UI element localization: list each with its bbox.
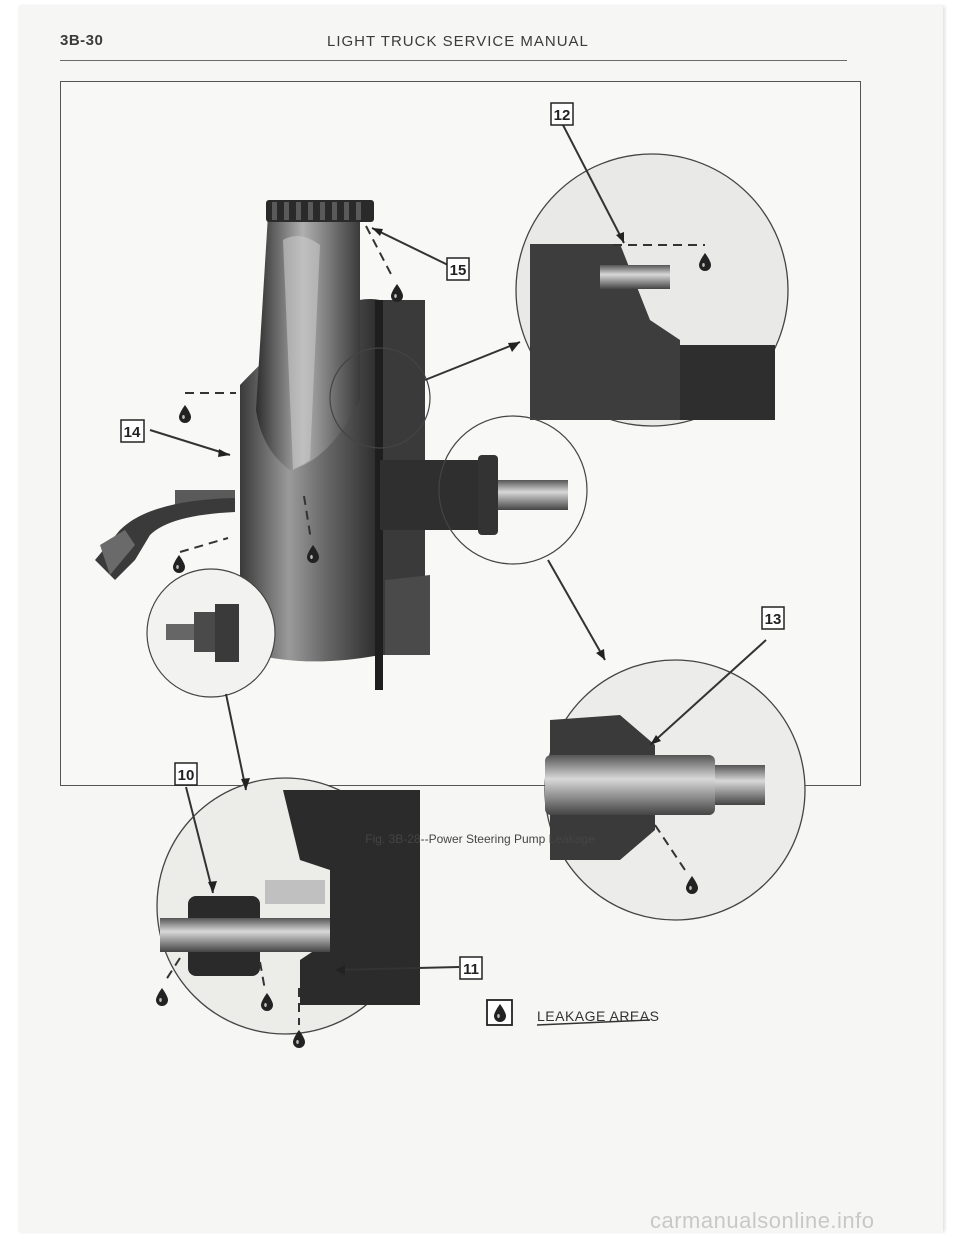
detail-circle-bottom-right — [544, 659, 806, 921]
callout-label-13: 13 — [765, 611, 782, 628]
filler-cap — [266, 200, 374, 222]
arrowheads — [208, 228, 661, 975]
leak-dash-lines — [163, 225, 705, 1025]
callout-12: 12 — [550, 102, 574, 126]
watermark-text: carmanualsonline.info — [650, 1208, 875, 1233]
callout-label-11: 11 — [463, 961, 479, 978]
page-number: 3B-30 — [60, 32, 104, 49]
callout-label-14: 14 — [124, 424, 141, 441]
manual-title: LIGHT TRUCK SERVICE MANUAL — [327, 33, 589, 50]
detail-circle-fitting-small — [146, 568, 276, 698]
legend-label: LEAKAGE AREAS — [537, 1008, 659, 1024]
callout-10: 10 — [174, 762, 198, 786]
callout-label-15: 15 — [450, 262, 467, 279]
callout-11: 11 — [459, 956, 483, 980]
callout-label-10: 10 — [178, 767, 195, 784]
callout-14: 14 — [120, 419, 145, 443]
pump-shaft — [478, 455, 568, 535]
callout-15: 15 — [446, 257, 470, 281]
header-divider — [60, 60, 847, 61]
figure-caption: Fig. 3B-28--Power Steering Pump Leakage — [365, 832, 595, 846]
reservoir-neck — [256, 215, 360, 470]
detail-circle-shaft — [438, 415, 588, 565]
callout-label-12: 12 — [554, 107, 571, 124]
legend: LEAKAGE AREAS — [486, 999, 659, 1026]
detail-circle-top-small — [329, 347, 431, 449]
callout-13: 13 — [761, 606, 785, 630]
detail-circle-bottom-left — [156, 777, 420, 1035]
hose-fitting — [95, 490, 235, 580]
connector-lines — [149, 124, 767, 971]
detail-circle-top-right — [515, 153, 789, 427]
